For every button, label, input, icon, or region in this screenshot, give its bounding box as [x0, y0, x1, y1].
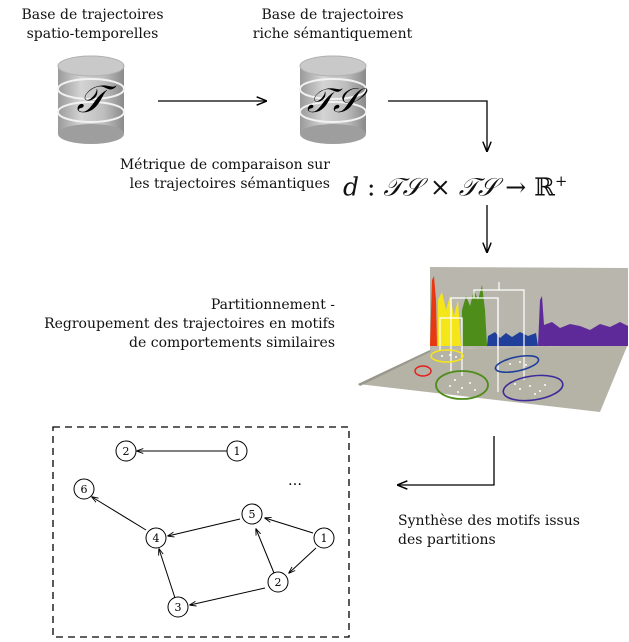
synthesis-box [52, 426, 350, 638]
graph-ellipsis: … [288, 473, 302, 489]
graph-node-top-1: 1 [226, 440, 248, 462]
svg-text:5: 5 [249, 508, 256, 521]
graph-node-6: 6 [73, 478, 95, 500]
svg-text:1: 1 [234, 445, 241, 458]
db2-caption: Base de trajectoires riche sémantiquemen… [252, 7, 413, 42]
database-icon-1 [57, 55, 125, 144]
arrow-partition-to-synthesis [398, 436, 495, 485]
partition-caption: Partitionnement - Regroupement des traje… [44, 297, 335, 351]
svg-text:1: 1 [321, 532, 328, 545]
arrow-db2-to-metric [388, 100, 487, 151]
graph-node-top-2: 2 [115, 440, 137, 462]
graph-node-5: 5 [241, 503, 263, 525]
motif-graph-edges [92, 451, 317, 605]
svg-text:4: 4 [153, 532, 160, 545]
graph-node-2: 2 [267, 571, 289, 593]
db2-symbol: 𝒯𝒮 [307, 81, 368, 121]
metric-formula: d : 𝒯𝒮 × 𝒯𝒮 → ℝ+ [343, 172, 568, 202]
graph-node-3: 3 [167, 596, 189, 618]
metric-caption: Métrique de comparaison sur les trajecto… [119, 157, 330, 192]
svg-text:2: 2 [123, 445, 130, 458]
graph-node-4: 4 [145, 527, 167, 549]
svg-text:3: 3 [175, 601, 182, 614]
svg-text:6: 6 [81, 483, 88, 496]
graph-node-1: 1 [313, 527, 335, 549]
database-icon-2 [299, 55, 367, 144]
partition-illustration [358, 267, 628, 412]
synthesis-caption: Synthèse des motifs issus des partitions [398, 513, 580, 548]
db1-caption: Base de trajectoires spatio-temporelles [21, 7, 164, 42]
svg-text:2: 2 [275, 576, 282, 589]
